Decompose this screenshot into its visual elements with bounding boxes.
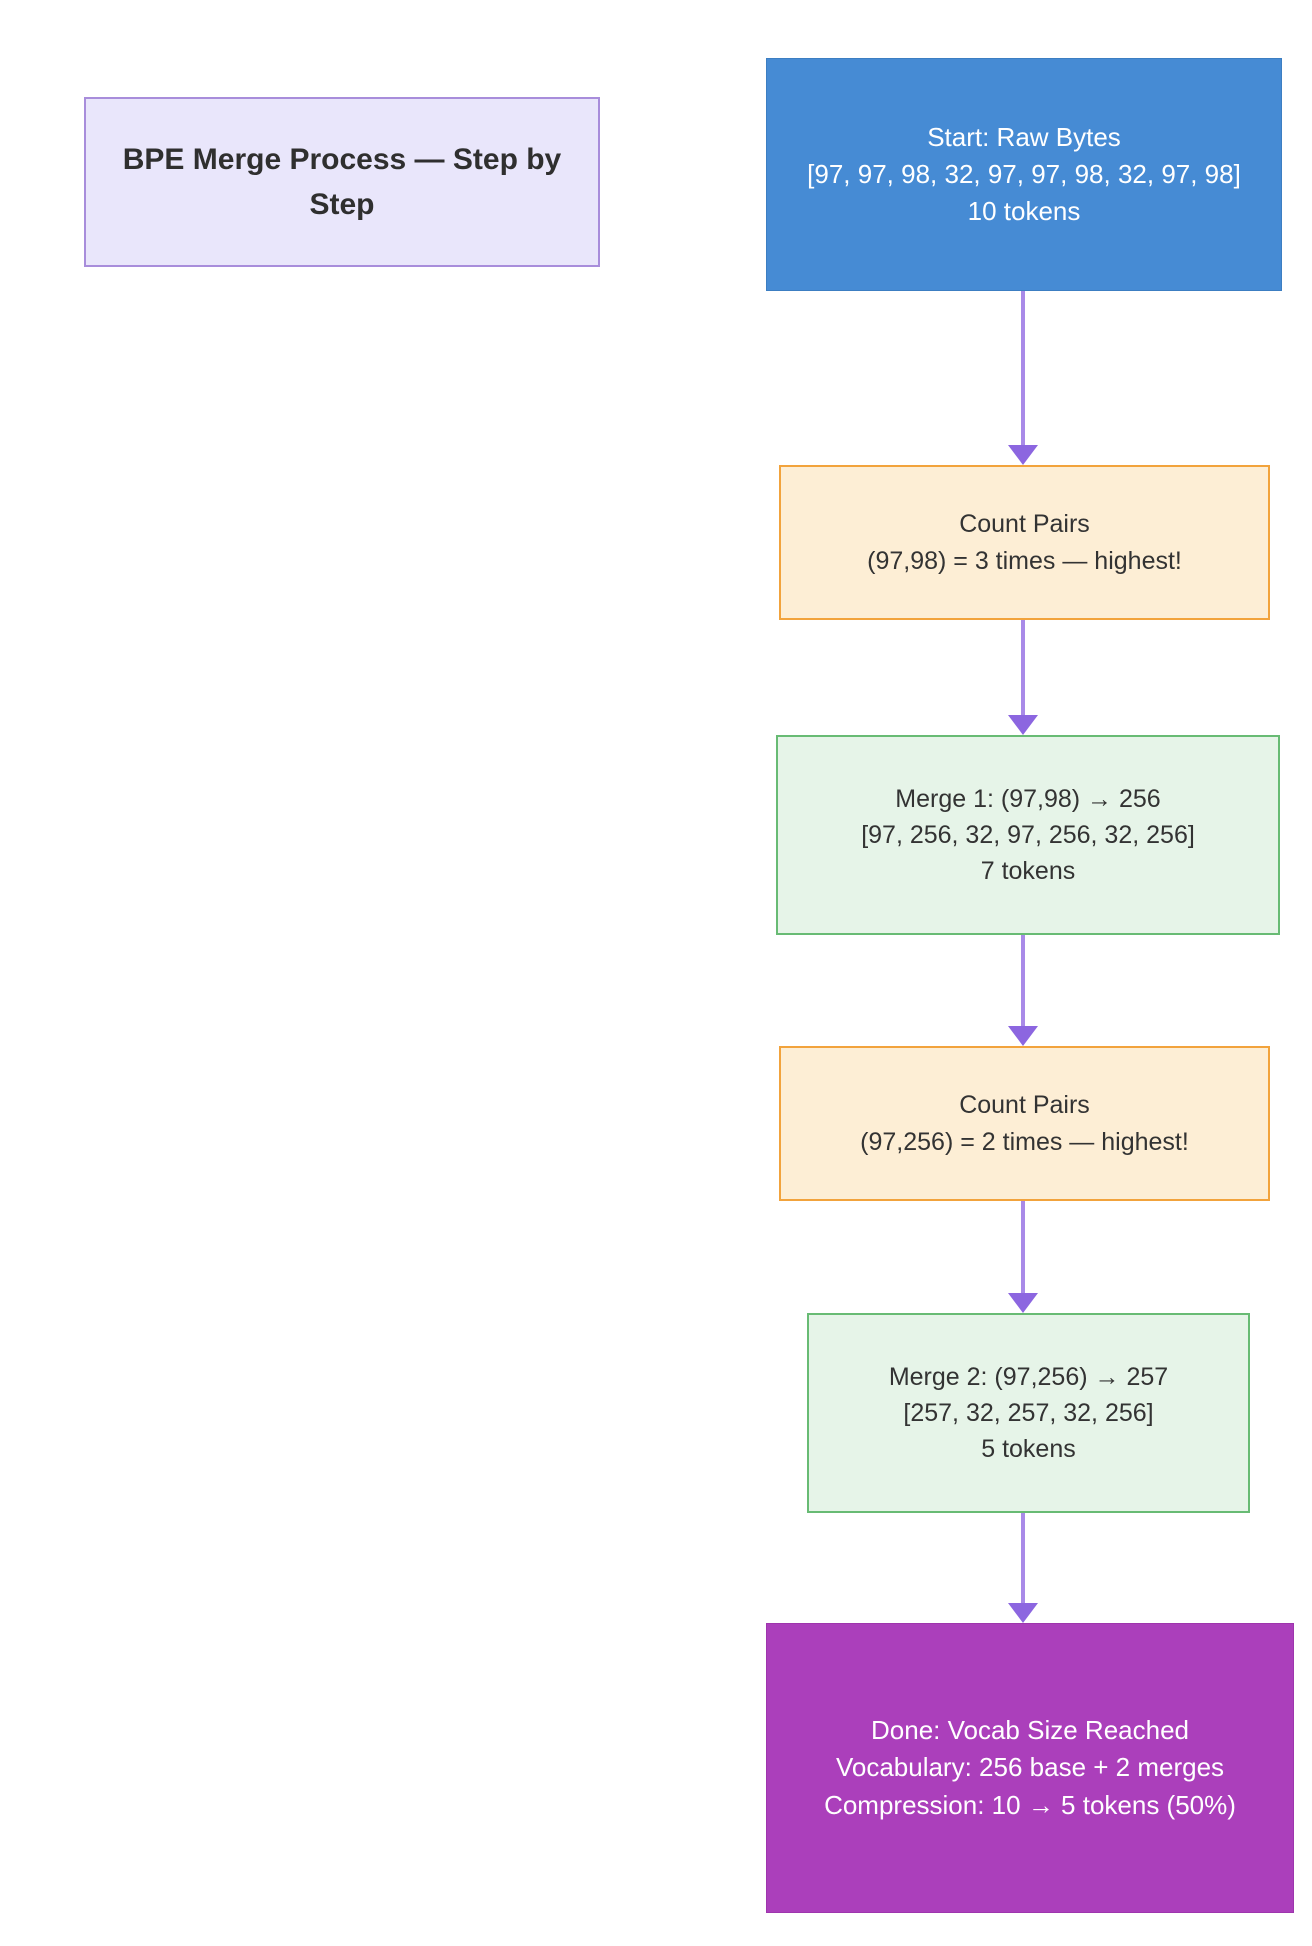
arrowhead-icon-5	[1008, 1603, 1038, 1623]
caption-line-1: BPE Merge Process —	[122, 143, 445, 176]
node-merge-1[interactable]: Merge 1: (97,98) → 256 [97, 256, 32, 97,…	[776, 735, 1280, 935]
arrowhead-icon-1	[1008, 445, 1038, 465]
node-done-line-2: Vocabulary: 256 base + 2 merges	[835, 1752, 1225, 1783]
node-done-vocab-size-reached[interactable]: Done: Vocab Size Reached Vocabulary: 256…	[766, 1623, 1294, 1913]
node-merge-1-line-3: 7 tokens	[980, 857, 1076, 886]
node-merge-1-line-1: Merge 1: (97,98) → 256	[895, 784, 1161, 813]
node-merge-2-line-3: 5 tokens	[981, 1435, 1076, 1464]
node-merge-2-line-2: [257, 32, 257, 32, 256]	[903, 1398, 1154, 1427]
node-count-pairs-1[interactable]: Count Pairs (97,98) = 3 times — highest!	[779, 465, 1270, 620]
node-count-2-line-1: Count Pairs	[959, 1091, 1090, 1120]
node-count-pairs-2[interactable]: Count Pairs (97,256) = 2 times — highest…	[779, 1046, 1270, 1201]
diagram-caption-box: BPE Merge Process — Step by Step	[84, 97, 600, 267]
arrowhead-icon-3	[1008, 1026, 1038, 1046]
arrowhead-icon-2	[1008, 715, 1038, 735]
edge-start-to-count-1	[1021, 291, 1025, 445]
caption-line-2: Step by Step	[309, 143, 562, 221]
node-start-line-2: [97, 97, 98, 32, 97, 97, 98, 32, 97, 98]	[807, 159, 1241, 190]
node-count-2-line-2: (97,256) = 2 times — highest!	[860, 1127, 1189, 1156]
node-merge-2[interactable]: Merge 2: (97,256) → 257 [257, 32, 257, 3…	[807, 1313, 1250, 1513]
node-done-line-1: Done: Vocab Size Reached	[871, 1714, 1189, 1745]
node-count-1-line-1: Count Pairs	[959, 510, 1090, 539]
edge-merge-1-to-count-2	[1021, 935, 1025, 1026]
node-done-line-3: Compression: 10 → 5 tokens (50%)	[824, 1789, 1236, 1820]
node-count-1-line-2: (97,98) = 3 times — highest!	[867, 546, 1182, 575]
arrowhead-icon-4	[1008, 1293, 1038, 1313]
node-merge-2-line-1: Merge 2: (97,256) → 257	[888, 1362, 1169, 1391]
node-start-line-3: 10 tokens	[967, 195, 1081, 226]
node-start-line-1: Start: Raw Bytes	[927, 122, 1121, 153]
edge-count-1-to-merge-1	[1021, 620, 1025, 715]
edge-count-2-to-merge-2	[1021, 1201, 1025, 1293]
node-merge-1-line-2: [97, 256, 32, 97, 256, 32, 256]	[861, 820, 1195, 849]
edge-merge-2-to-done	[1021, 1513, 1025, 1603]
node-start-raw-bytes[interactable]: Start: Raw Bytes [97, 97, 98, 32, 97, 97…	[766, 58, 1282, 291]
diagram-caption-text: BPE Merge Process — Step by Step	[86, 137, 598, 227]
